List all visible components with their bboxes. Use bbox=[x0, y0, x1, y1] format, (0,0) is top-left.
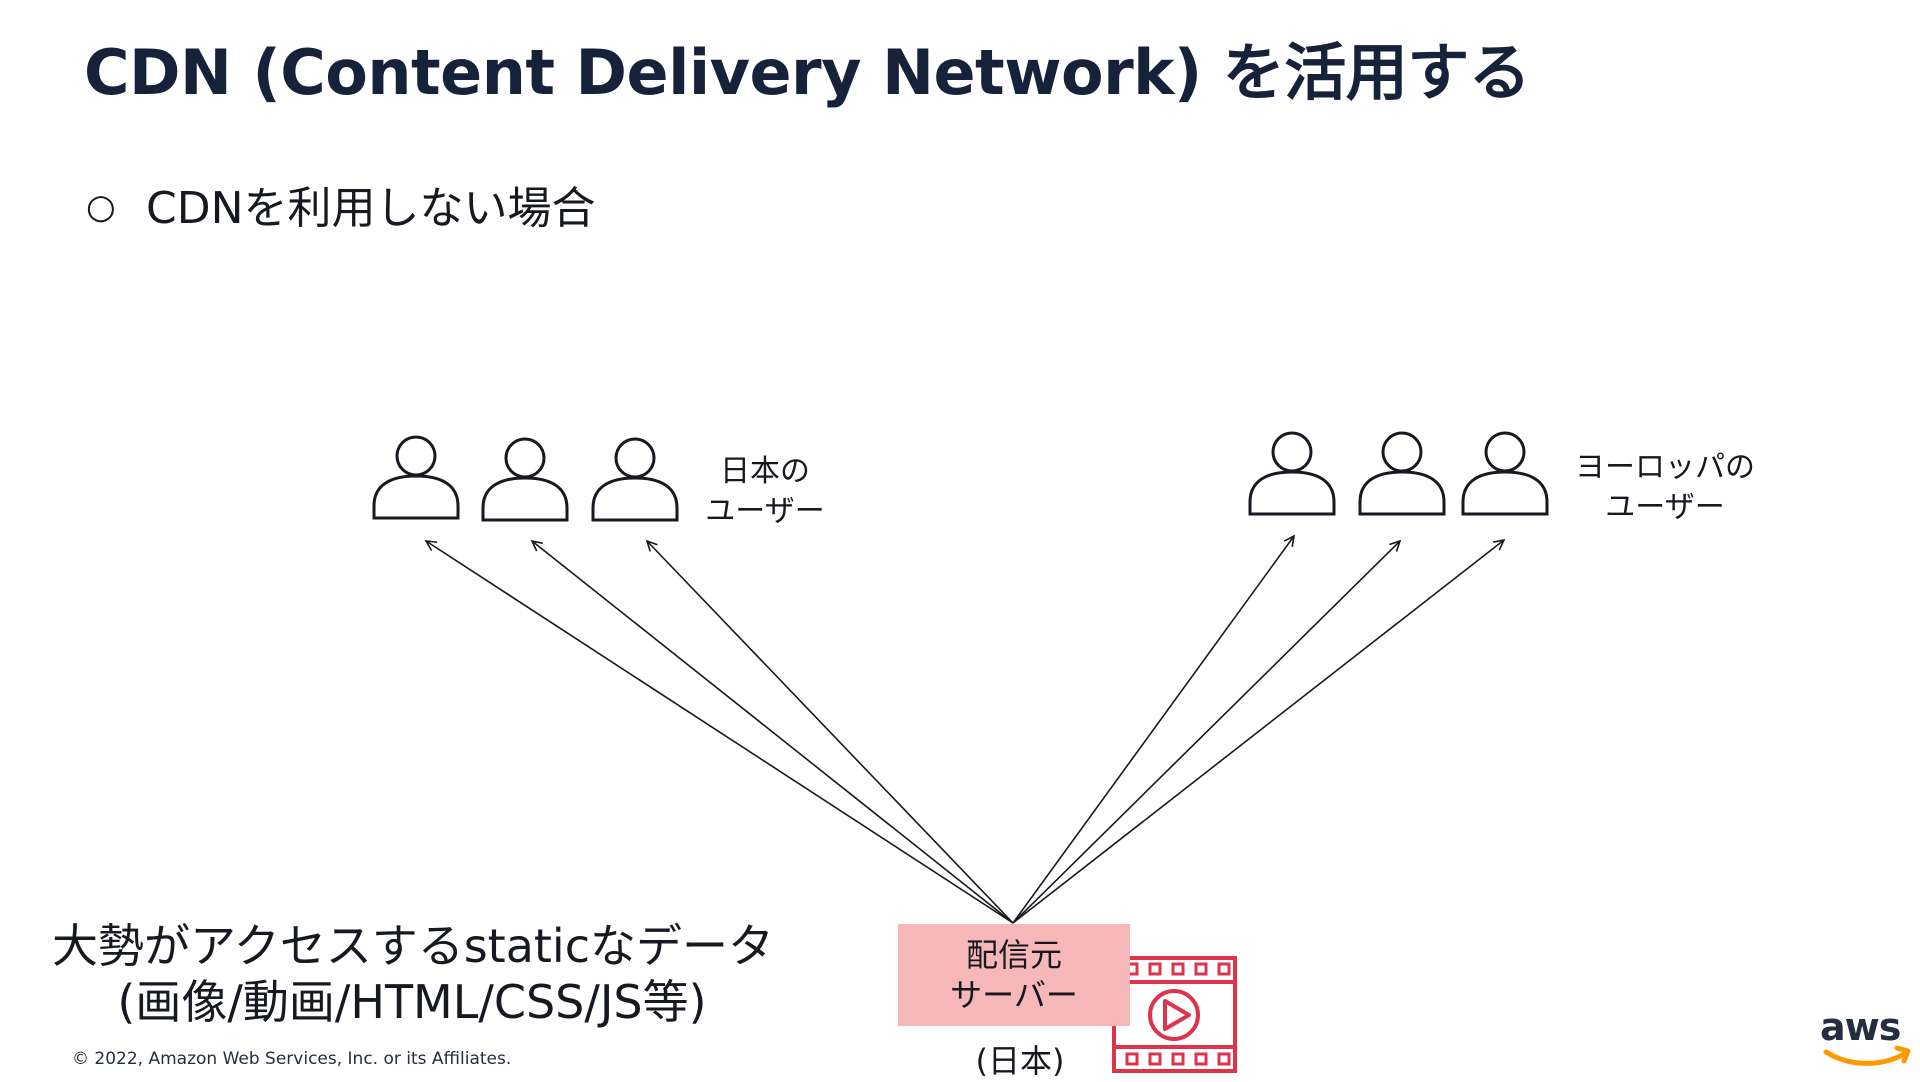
request-arrows bbox=[426, 536, 1504, 924]
arrow-to-japan-user-3 bbox=[647, 541, 1014, 924]
arrow-to-europe-user-2 bbox=[1012, 541, 1400, 924]
europe-users-label-line1: ヨーロッパの bbox=[1575, 450, 1755, 485]
japan-users-label-line2: ユーザー bbox=[705, 494, 825, 529]
origin-server-region: (日本) bbox=[975, 1042, 1065, 1080]
origin-server-line1: 配信元 bbox=[965, 936, 1062, 974]
user-icon bbox=[1358, 431, 1446, 516]
aws-smile-icon bbox=[1823, 1045, 1911, 1066]
japan-users-label: 日本の ユーザー bbox=[690, 452, 840, 532]
europe-users-label-line2: ユーザー bbox=[1605, 490, 1725, 525]
slide-title: CDN (Content Delivery Network) を活用する bbox=[84, 36, 1531, 109]
europe-users-label: ヨーロッパの ユーザー bbox=[1550, 448, 1780, 528]
user-icon bbox=[372, 435, 460, 520]
bullet-item: ○ CDNを利用しない場合 bbox=[86, 172, 596, 236]
copyright-text: © 2022, Amazon Web Services, Inc. or its… bbox=[72, 1049, 512, 1069]
japan-users-label-line1: 日本の bbox=[720, 454, 810, 489]
arrow-to-japan-user-1 bbox=[426, 541, 1014, 924]
user-icon bbox=[591, 437, 679, 522]
bullet-circle-icon: ○ bbox=[86, 187, 116, 227]
arrow-to-europe-user-1 bbox=[1012, 536, 1294, 924]
origin-server-box: 配信元 サーバー bbox=[898, 924, 1130, 1026]
static-content-line1: 大勢がアクセスするstaticなデータ bbox=[52, 919, 774, 973]
arrow-to-japan-user-2 bbox=[532, 541, 1014, 924]
user-icon bbox=[1461, 431, 1549, 516]
static-content-label: 大勢がアクセスするstaticなデータ (画像/動画/HTML/CSS/JS等) bbox=[52, 918, 774, 1030]
aws-logo-text: aws bbox=[1820, 1005, 1901, 1049]
static-content-line2: (画像/動画/HTML/CSS/JS等) bbox=[117, 975, 707, 1029]
user-icon bbox=[1248, 431, 1336, 516]
video-icon bbox=[1112, 956, 1237, 1073]
aws-logo: aws bbox=[1820, 1005, 1916, 1073]
bullet-text: CDNを利用しない場合 bbox=[146, 183, 596, 234]
user-icon bbox=[481, 437, 569, 522]
origin-server-line2: サーバー bbox=[950, 976, 1078, 1014]
arrow-to-europe-user-3 bbox=[1012, 540, 1504, 924]
